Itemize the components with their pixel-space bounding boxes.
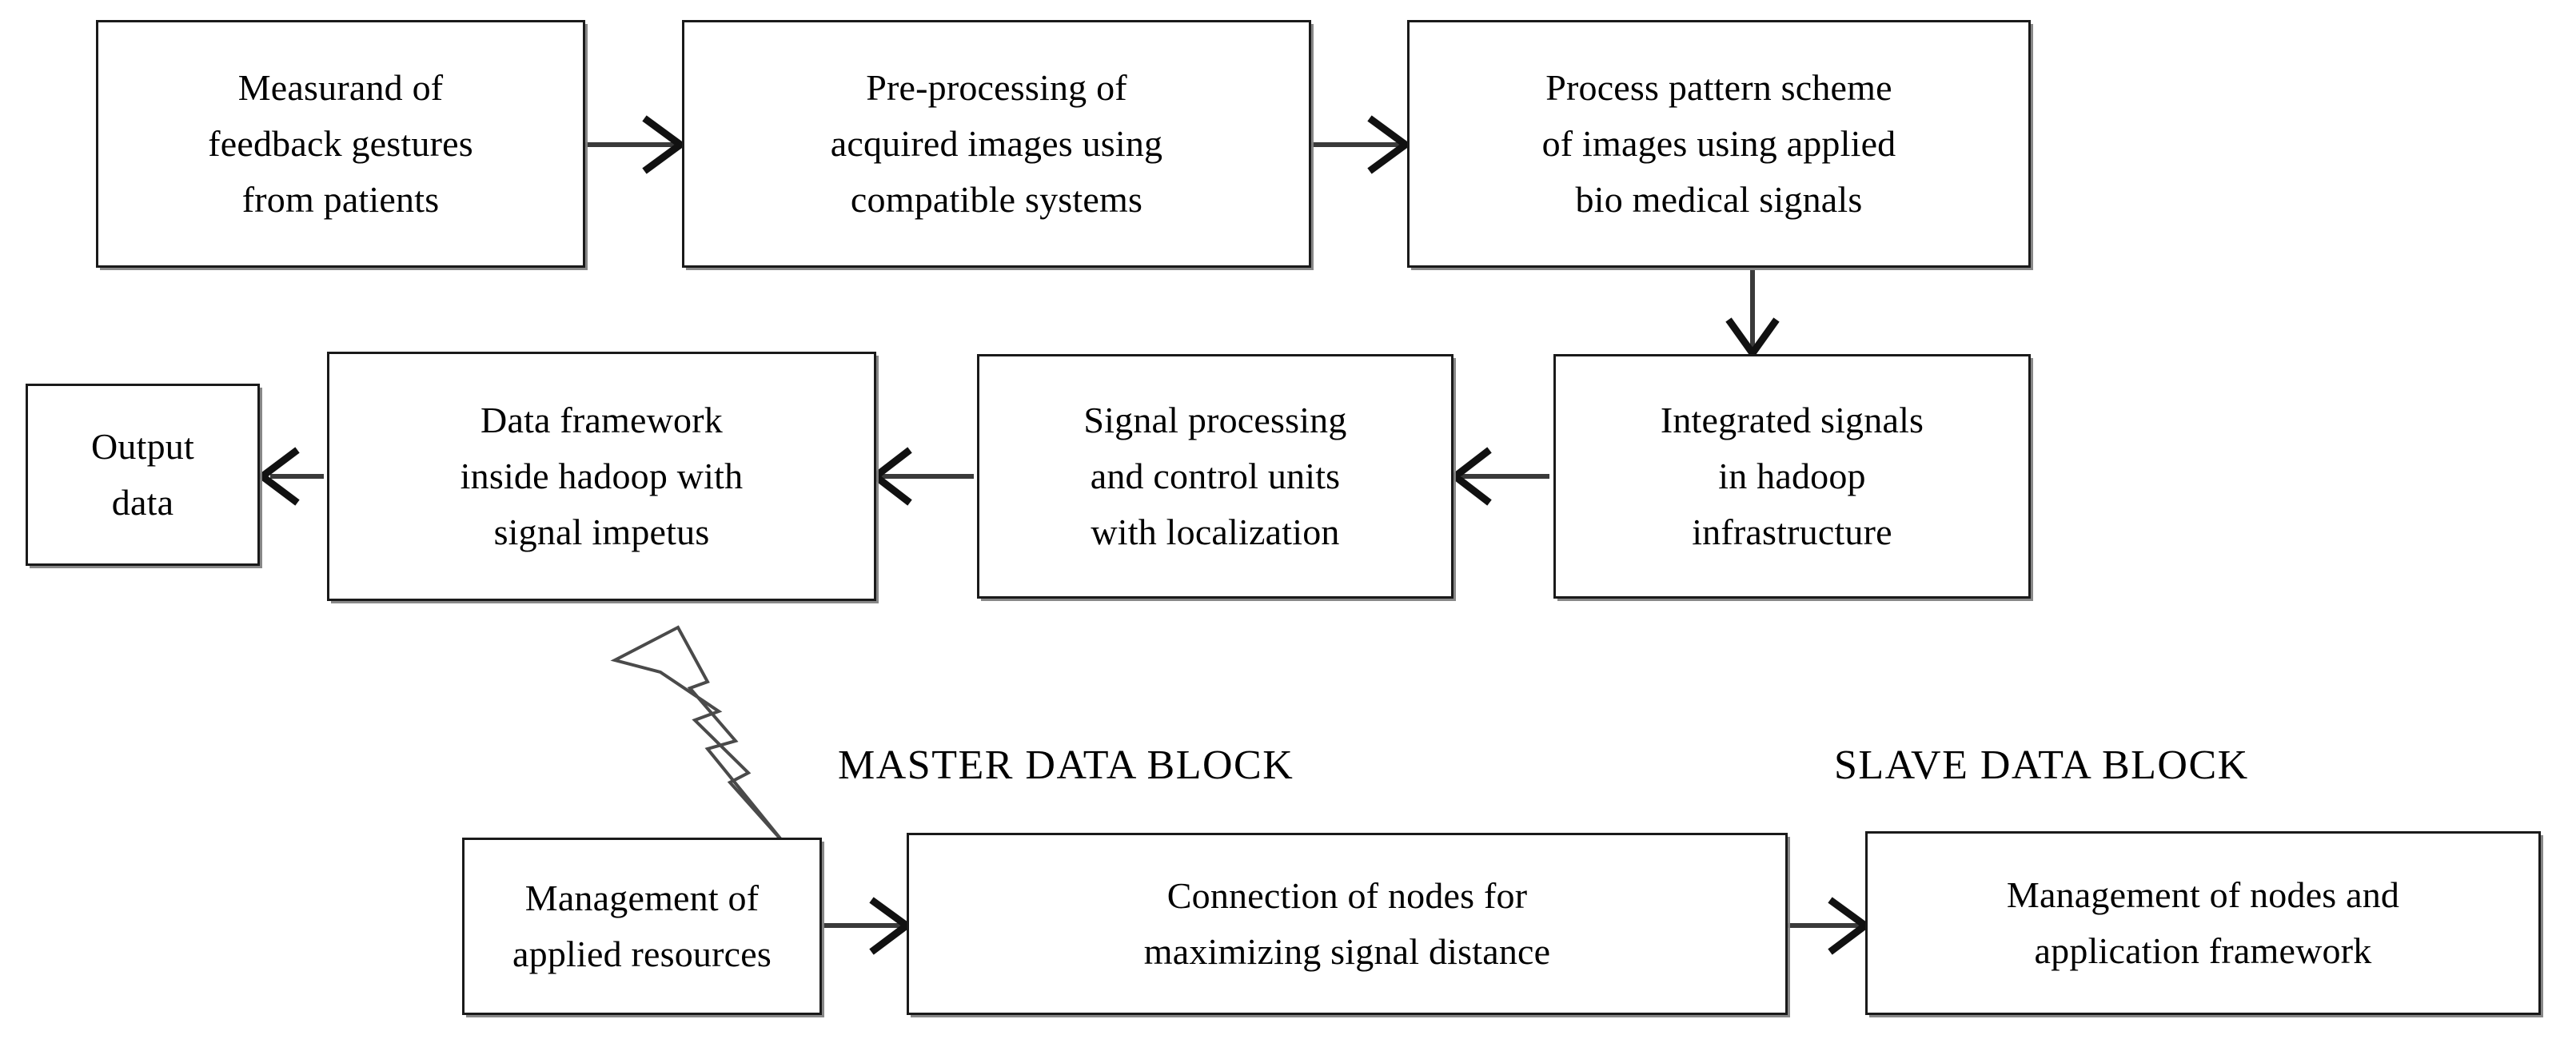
edge-lightning-bolt [610, 625, 785, 844]
edge-management-to-connection [823, 897, 913, 955]
edge-framework-to-output [256, 447, 324, 506]
edge-signalproc-to-framework [869, 447, 974, 506]
edge-integrated-to-signalproc [1449, 447, 1549, 506]
edge-preprocess-to-pattern [1311, 115, 1412, 174]
edge-measurand-to-preprocess [584, 115, 687, 174]
group-label-master: MASTER DATA BLOCK [838, 742, 1294, 788]
group-label-slave: SLAVE DATA BLOCK [1834, 742, 2249, 788]
edge-pattern-to-integrated [1725, 270, 1780, 360]
edge-connection-to-nodesframework [1788, 897, 1872, 955]
